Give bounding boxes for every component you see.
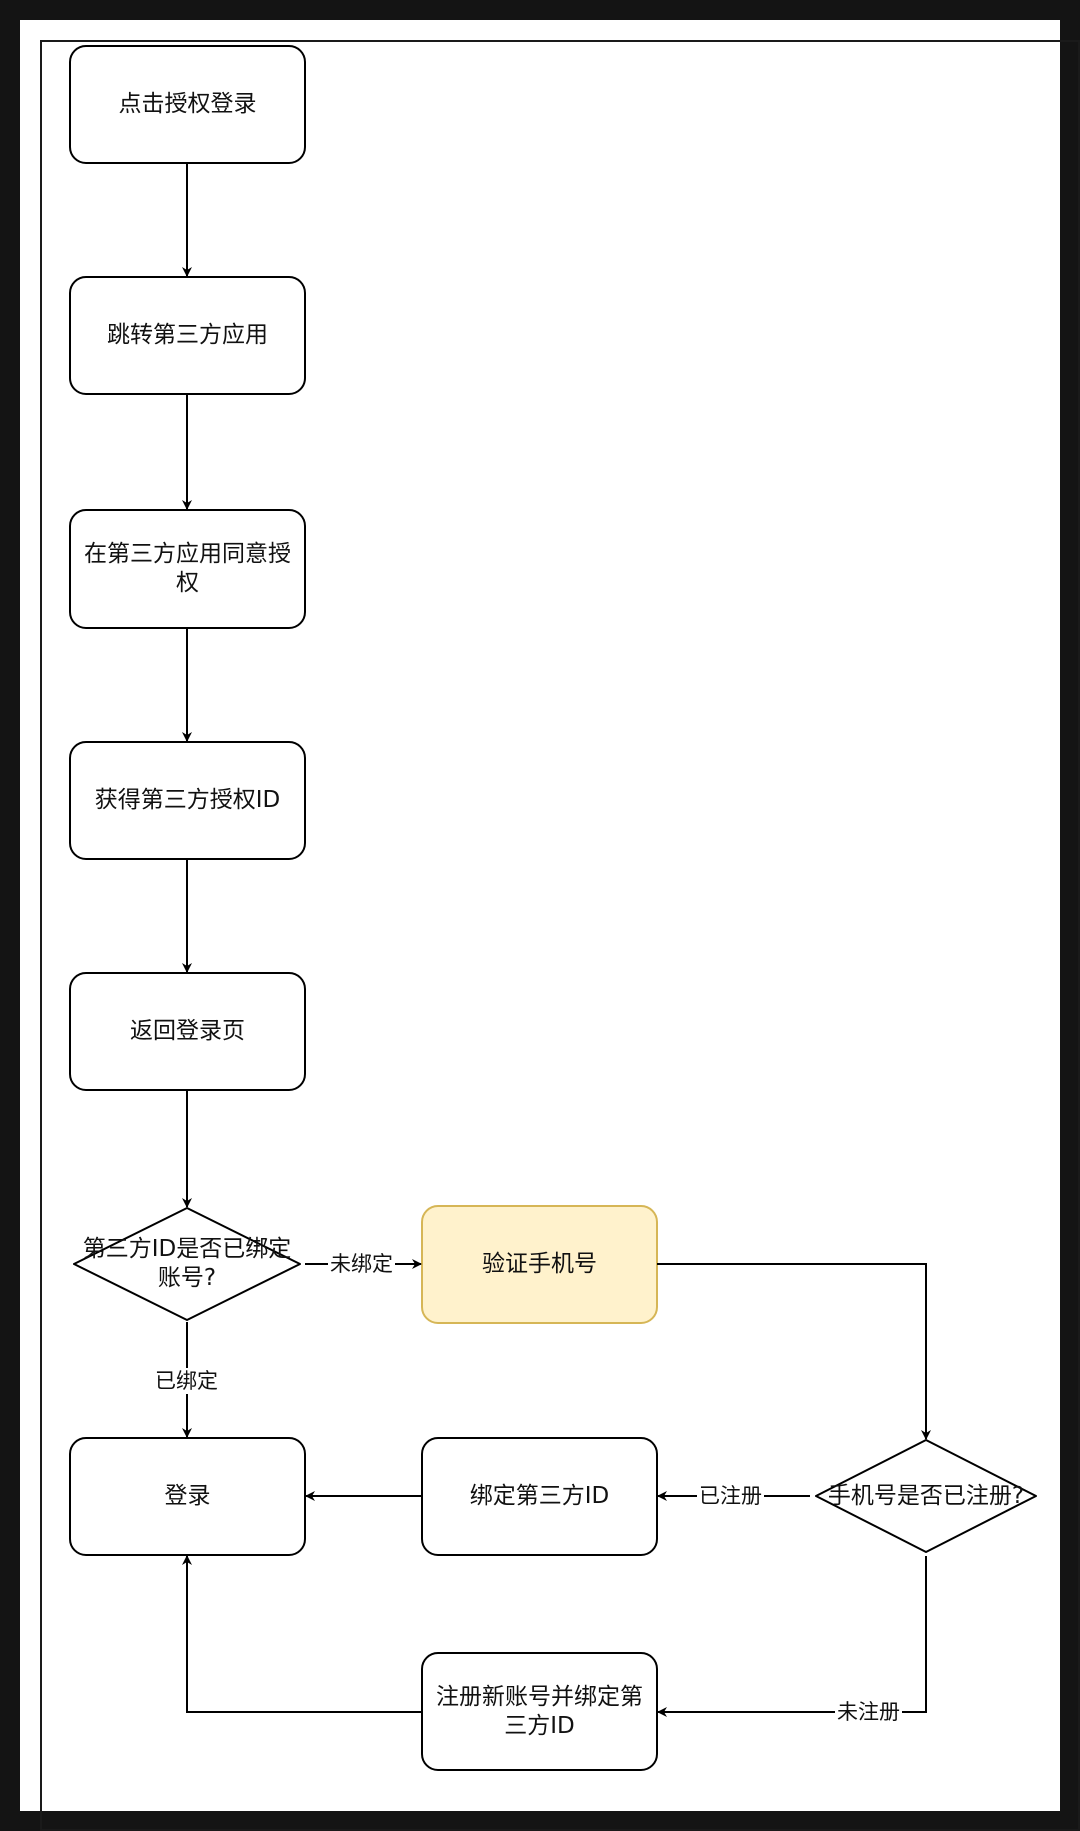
edge-not-registered [657,1556,927,1717]
node-is-bound-diamond [73,1207,301,1321]
edge-verify-to-is-registered [657,1263,931,1440]
label-login: 登录 [164,1483,211,1509]
label-agree-auth: 在第三方应用同意授权 [84,541,291,596]
label-return-login-page: 返回登录页 [130,1018,245,1044]
diagram-frame-inner [40,40,1080,1831]
edge-label-registered: 已注册 [697,1483,764,1509]
edge-label-bound: 已绑定 [153,1368,220,1394]
label-register-bind: 注册新账号并绑定第三方ID [436,1683,643,1739]
label-get-auth-id: 获得第三方授权ID [94,787,281,813]
edge-label-not-registered: 未注册 [835,1699,902,1725]
label-jump-third-party: 跳转第三方应用 [107,322,268,348]
node-is-registered-diamond [815,1439,1037,1553]
label-bind-id: 绑定第三方ID [469,1483,610,1509]
label-is-registered: 手机号是否已注册? [827,1482,1025,1509]
edge-register-to-login [182,1555,422,1713]
edge-label-not-bound: 未绑定 [328,1251,395,1277]
label-click-auth-login: 点击授权登录 [118,91,257,117]
label-verify-phone: 验证手机号 [482,1251,597,1277]
label-is-bound: 第三方ID是否已绑定账号? [82,1236,292,1291]
